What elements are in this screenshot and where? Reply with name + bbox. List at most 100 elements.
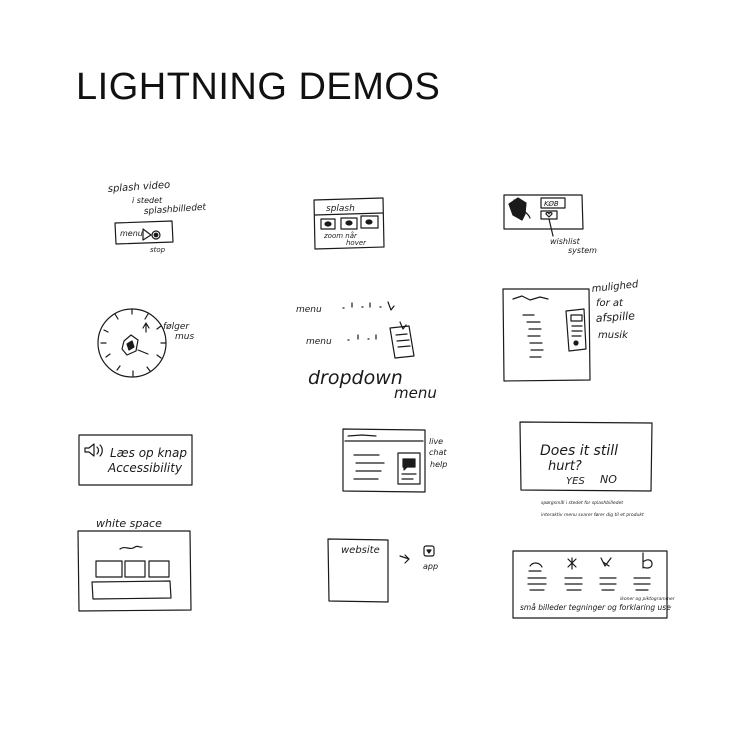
sketch-text: afspille bbox=[595, 309, 635, 325]
app-icon bbox=[423, 545, 435, 557]
sketch-box bbox=[502, 288, 591, 382]
sketch-text: wishlist bbox=[550, 237, 581, 246]
sketch-shape bbox=[121, 334, 139, 356]
arrow-right-icon bbox=[399, 554, 410, 564]
sound-waves-icon bbox=[96, 444, 103, 457]
sketch-splash-zoom: splash zoom når hover bbox=[313, 197, 385, 250]
sketch-text: KØB bbox=[544, 200, 559, 208]
sketch-text: white space bbox=[96, 517, 162, 530]
sketch-dots bbox=[342, 302, 382, 309]
page-title: LIGHTNING DEMOS bbox=[76, 66, 441, 108]
sketch-music: mulighed for at afspille musik bbox=[502, 279, 640, 382]
sketch-note: ikoner og piktogrammer bbox=[620, 596, 676, 602]
sketch-line bbox=[513, 199, 531, 219]
sketch-dots bbox=[347, 334, 377, 341]
whitespace-block bbox=[91, 580, 172, 600]
cursor-icon bbox=[126, 340, 135, 351]
play-icon bbox=[142, 228, 152, 241]
sketch-text: live bbox=[429, 437, 443, 446]
sketch-text: menu bbox=[296, 305, 322, 315]
app-glyph-icon bbox=[426, 549, 432, 554]
heart-icon bbox=[545, 211, 553, 218]
wishlist-box bbox=[540, 210, 558, 220]
dropdown-lines bbox=[395, 333, 411, 348]
sketch-note: spørgsmål i stedet for splashbilledet bbox=[541, 499, 623, 506]
sketch-scribble bbox=[347, 434, 377, 437]
sketch-text: menu bbox=[394, 384, 437, 402]
sketch-text: i stedet bbox=[132, 196, 163, 205]
sketch-text: YES bbox=[566, 476, 585, 487]
sketch-follow-mouse: følger mus bbox=[97, 308, 194, 378]
sketch-text: hover bbox=[346, 239, 367, 247]
sketch-text: stop bbox=[150, 246, 166, 254]
sketch-lines bbox=[564, 577, 583, 591]
arrow-line bbox=[548, 218, 554, 237]
sketch-text: hurt? bbox=[548, 459, 582, 474]
sketch-scribble bbox=[512, 295, 549, 301]
sketch-box bbox=[512, 550, 668, 619]
thumbnail-dot-icon bbox=[345, 220, 353, 226]
chat-lines bbox=[401, 473, 417, 480]
sketch-lines bbox=[633, 577, 651, 591]
sketch-note: interaktiv menu svarer fører dig til et … bbox=[541, 512, 644, 518]
pictogram-icon bbox=[567, 557, 577, 570]
pictogram-icon bbox=[642, 552, 653, 569]
sketch-ticks bbox=[100, 308, 167, 377]
chat-box bbox=[397, 452, 421, 485]
sketch-lines bbox=[527, 577, 547, 591]
sketch-box bbox=[519, 421, 653, 492]
sketch-text: Læs op knap bbox=[110, 446, 187, 460]
sketch-text: help bbox=[430, 460, 447, 469]
sketch-box bbox=[503, 194, 584, 230]
sketch-text: for at bbox=[596, 298, 624, 309]
play-icon bbox=[573, 340, 579, 346]
pictogram-icon bbox=[528, 562, 543, 572]
sketch-question: Does it still hurt? YES NO spørgsmål i s… bbox=[519, 421, 653, 518]
sketch-text: mulighed bbox=[591, 279, 639, 295]
cursor-icon bbox=[387, 301, 395, 311]
dropdown-box bbox=[389, 325, 415, 359]
sketch-text: NO bbox=[600, 473, 617, 486]
whitespace-block bbox=[95, 560, 123, 578]
sketch-text: chat bbox=[429, 448, 447, 457]
sketch-white-space: white space bbox=[77, 517, 192, 612]
music-player-lines bbox=[571, 325, 583, 337]
music-player-box bbox=[565, 308, 587, 352]
sketch-box bbox=[342, 428, 426, 493]
chat-bubble-icon bbox=[402, 458, 416, 471]
sketch-text: app bbox=[423, 562, 438, 571]
sketch-text: menu bbox=[120, 229, 143, 238]
product-image-icon bbox=[508, 197, 527, 221]
thumbnail-icon bbox=[320, 218, 336, 230]
sketch-icons: ikoner og piktogrammer små billeder tegn… bbox=[512, 550, 676, 619]
sketch-text: små billeder tegninger og forklaring use bbox=[520, 603, 671, 612]
record-icon bbox=[151, 230, 161, 240]
sketch-text: splashbilledet bbox=[144, 203, 207, 217]
sketch-splash-video: splash video i stedet splashbilledet men… bbox=[107, 180, 206, 254]
sketch-text: splash bbox=[326, 204, 355, 214]
whitespace-block bbox=[148, 560, 170, 578]
sketch-text: system bbox=[568, 246, 597, 255]
sketch-text: zoom når bbox=[323, 231, 358, 240]
sketch-text: menu bbox=[306, 337, 332, 347]
sketch-text: dropdown bbox=[308, 367, 403, 389]
thumbnail-dot-icon bbox=[365, 219, 373, 225]
sketch-text: Does it still bbox=[540, 443, 618, 459]
sketch-text: musik bbox=[598, 330, 629, 341]
music-player-screen bbox=[570, 314, 583, 322]
sketch-lines bbox=[599, 577, 617, 591]
sketch-text: mus bbox=[175, 332, 194, 342]
sketch-text: Accessibility bbox=[107, 461, 183, 475]
sketch-website-app: website app bbox=[327, 538, 438, 603]
sketch-dropdown-menu: menu menu dropdown menu bbox=[296, 301, 437, 402]
thumbnail-dot-icon bbox=[324, 221, 332, 227]
sketch-box bbox=[327, 538, 389, 603]
speaker-icon bbox=[84, 443, 95, 457]
whitespace-block bbox=[124, 560, 146, 578]
thumbnail-icon bbox=[360, 215, 379, 229]
cursor-icon bbox=[399, 321, 407, 330]
sketch-text: website bbox=[341, 545, 380, 556]
sketch-wishlist: KØB wishlist system bbox=[503, 194, 597, 255]
sketch-box bbox=[78, 434, 193, 486]
